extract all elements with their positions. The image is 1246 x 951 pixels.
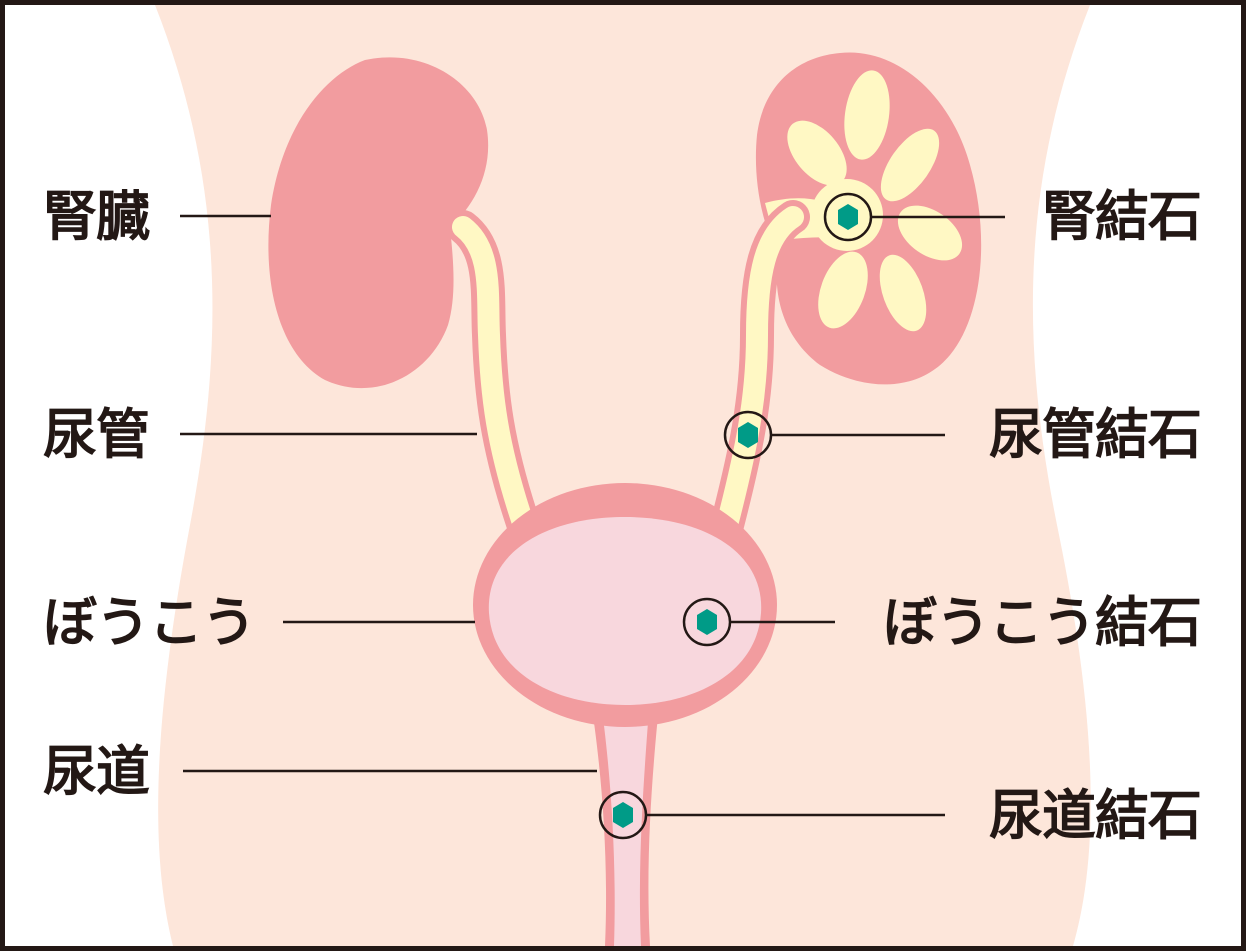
left-ureter-lumen (452, 216, 534, 534)
kidney-label: 腎臓 (43, 185, 150, 248)
right-ureter-lumen (716, 206, 804, 536)
bladder-stone-label: ぼうこう結石 (883, 591, 1202, 654)
leader-lines (180, 214, 1005, 817)
kidney-stone-label: 腎結石 (1042, 185, 1202, 248)
bladder-lumen (488, 517, 762, 705)
ureter-label: 尿管 (43, 403, 150, 466)
left-kidney (268, 57, 489, 389)
urethra-stone-label: 尿道結石 (989, 784, 1202, 847)
bladder-label: ぼうこう (43, 591, 256, 654)
anatomy-illustration (155, 5, 1091, 946)
urethra-label: 尿道 (43, 740, 150, 803)
ureter-stone-label: 尿管結石 (989, 403, 1202, 466)
